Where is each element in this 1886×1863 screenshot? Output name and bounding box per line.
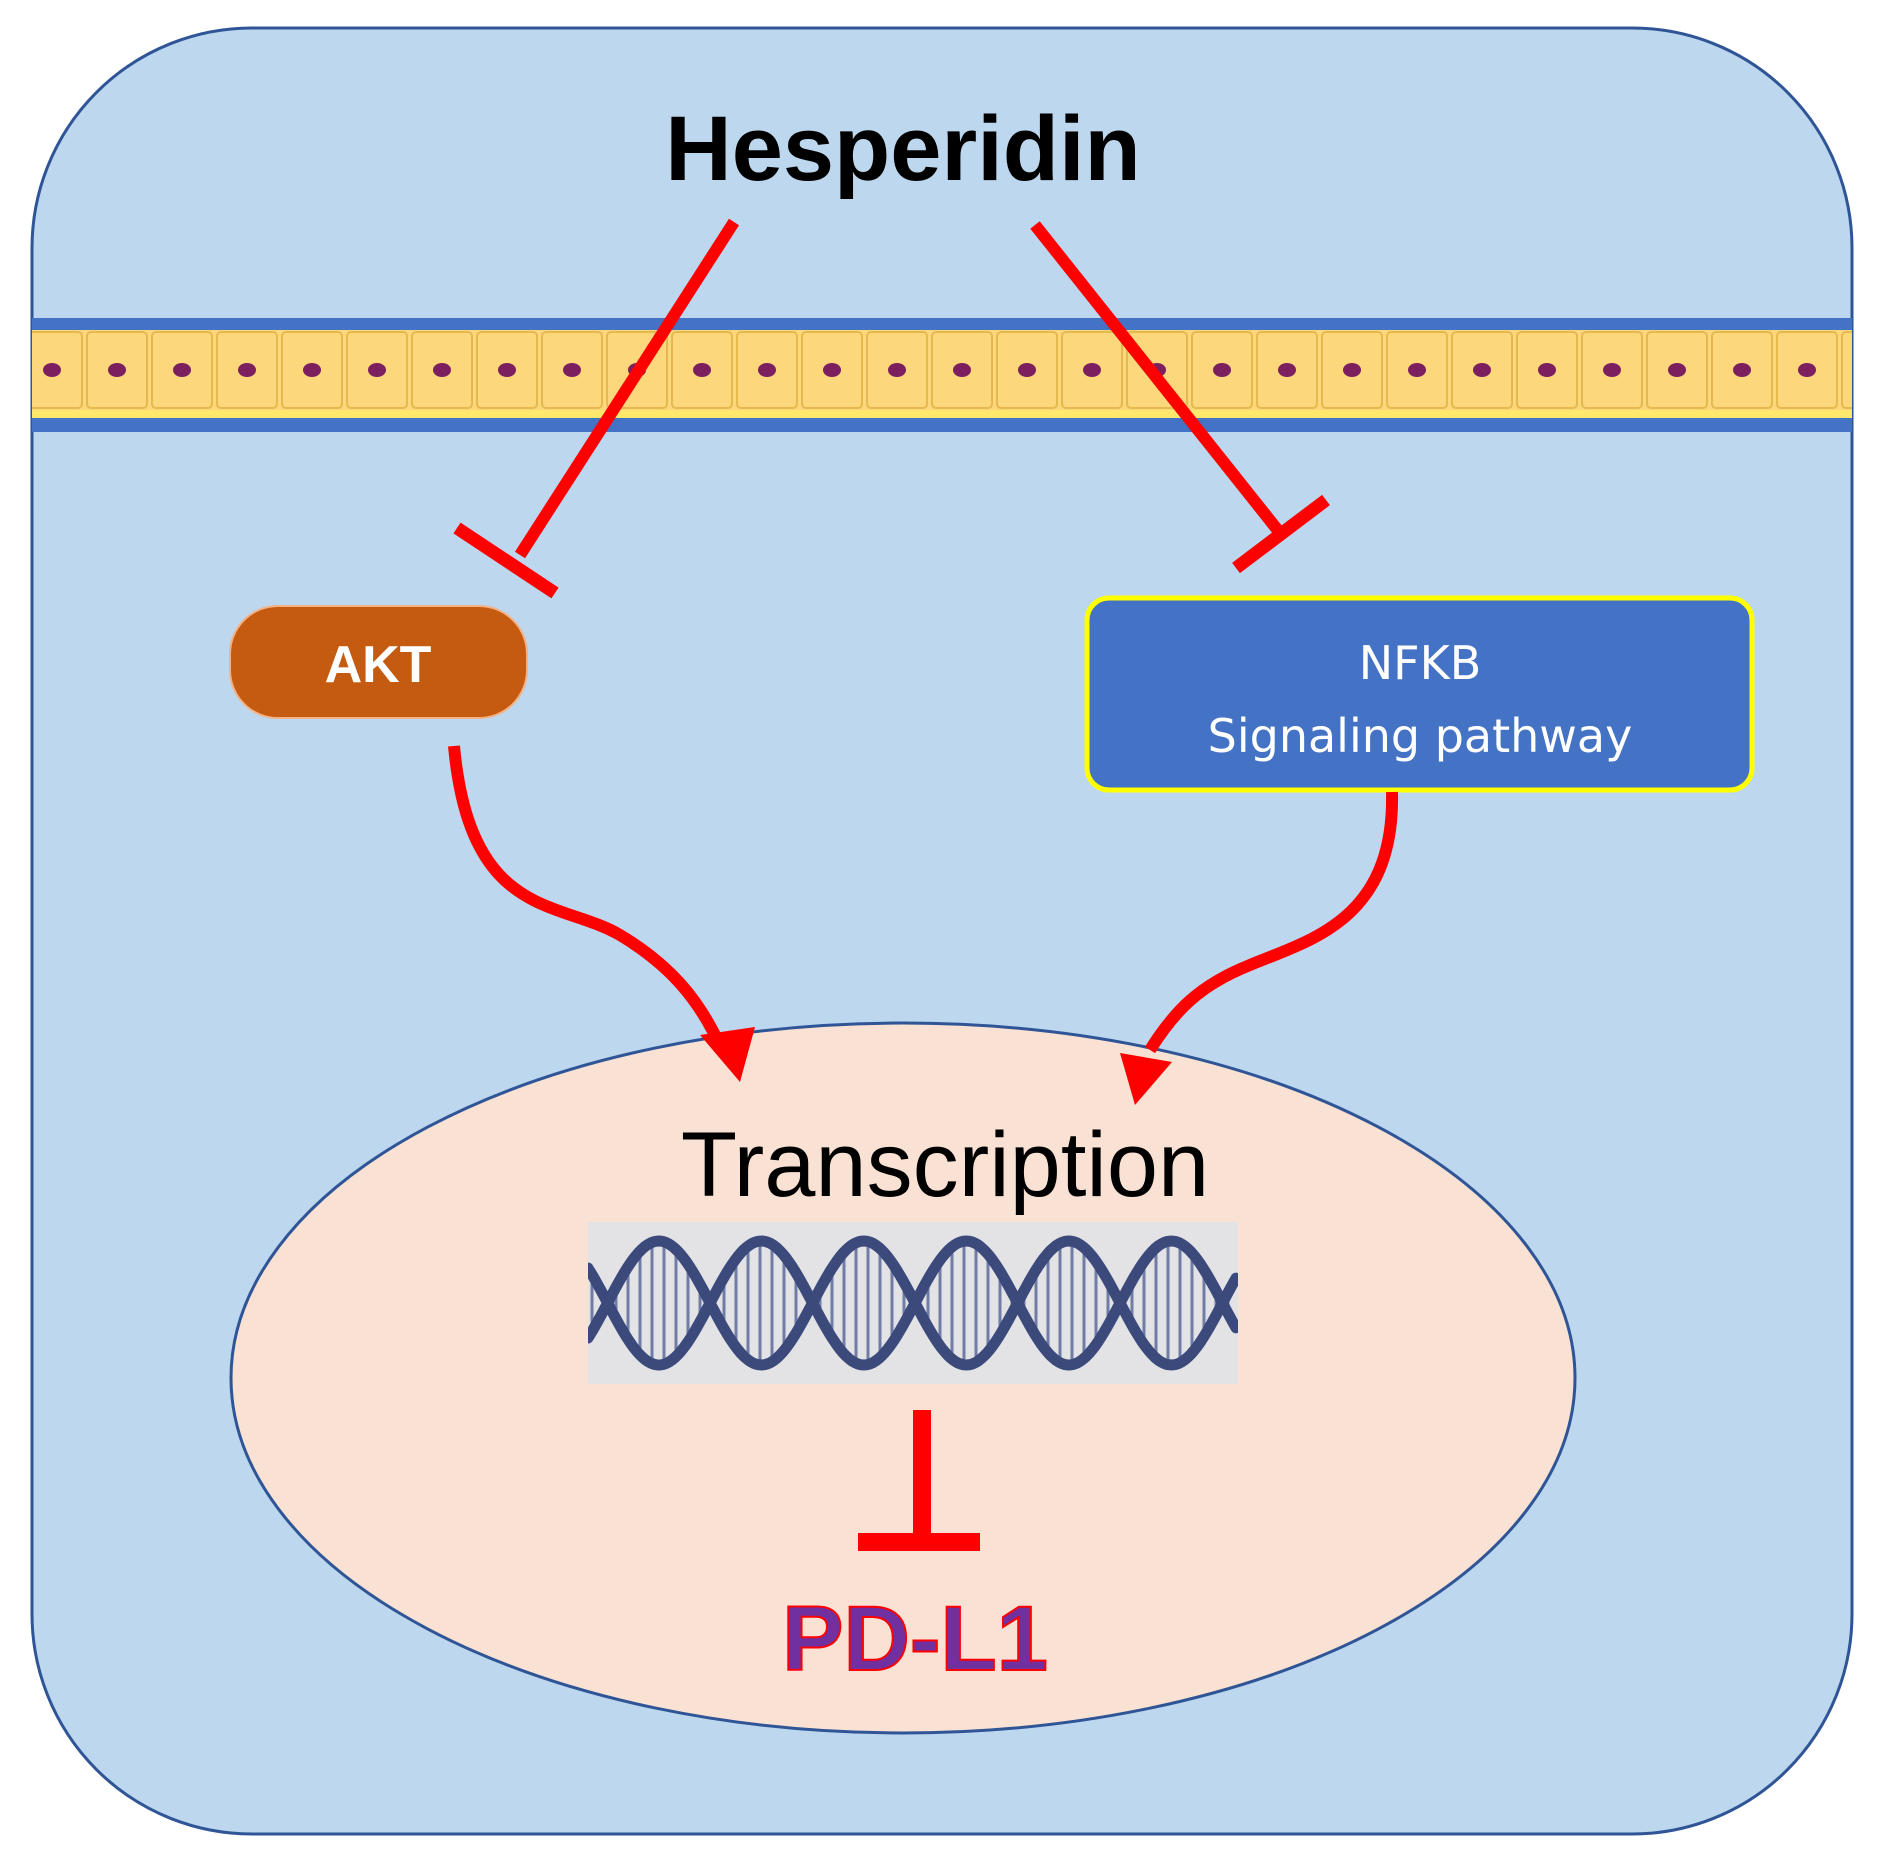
drug-label: Hesperidin: [665, 98, 1140, 200]
membrane-dot: [563, 363, 581, 377]
membrane-dot: [43, 363, 61, 377]
nfkb-label-line2: Signaling pathway: [1208, 709, 1633, 763]
membrane-dot: [433, 363, 451, 377]
membrane-dot: [888, 363, 906, 377]
membrane-dot: [1668, 363, 1686, 377]
membrane-dot: [1603, 363, 1621, 377]
cell-membrane: [32, 318, 1881, 432]
membrane-dot: [1343, 363, 1361, 377]
membrane-dot: [173, 363, 191, 377]
membrane-dot: [758, 363, 776, 377]
nfkb-node: NFKB Signaling pathway: [1084, 595, 1755, 793]
dna-helix-icon: [588, 1222, 1238, 1384]
target-label: PD-L1: [782, 1588, 1048, 1690]
membrane-dot: [1538, 363, 1556, 377]
membrane-dot: [1083, 363, 1101, 377]
akt-label: AKT: [325, 636, 432, 694]
membrane-dot: [368, 363, 386, 377]
activation-arrow-nfkb: [1120, 791, 1399, 1105]
membrane-dot: [1408, 363, 1426, 377]
dna-strand-b: [588, 1235, 1238, 1371]
membrane-dot: [303, 363, 321, 377]
membrane-dot: [238, 363, 256, 377]
transcription-label: Transcription: [681, 1114, 1209, 1216]
membrane-dot: [1798, 363, 1816, 377]
membrane-dot: [108, 363, 126, 377]
membrane-dot: [1863, 363, 1881, 377]
inhibition-arrow-nfkb: [1030, 221, 1330, 574]
membrane-dot: [1278, 363, 1296, 377]
membrane-dot: [498, 363, 516, 377]
membrane-dot: [693, 363, 711, 377]
membrane-dot: [953, 363, 971, 377]
membrane-dot: [823, 363, 841, 377]
inhibition-arrow-pdl1: [858, 1410, 980, 1551]
membrane-dot: [1473, 363, 1491, 377]
membrane-dot: [1733, 363, 1751, 377]
akt-node: AKT: [229, 605, 528, 719]
inhibition-arrow-akt: [453, 218, 740, 599]
nfkb-label-line1: NFKB: [1359, 636, 1482, 690]
activation-arrow-akt: [448, 745, 755, 1082]
membrane-cell: [1841, 331, 1852, 409]
membrane-dot: [1018, 363, 1036, 377]
membrane-dot: [1213, 363, 1231, 377]
